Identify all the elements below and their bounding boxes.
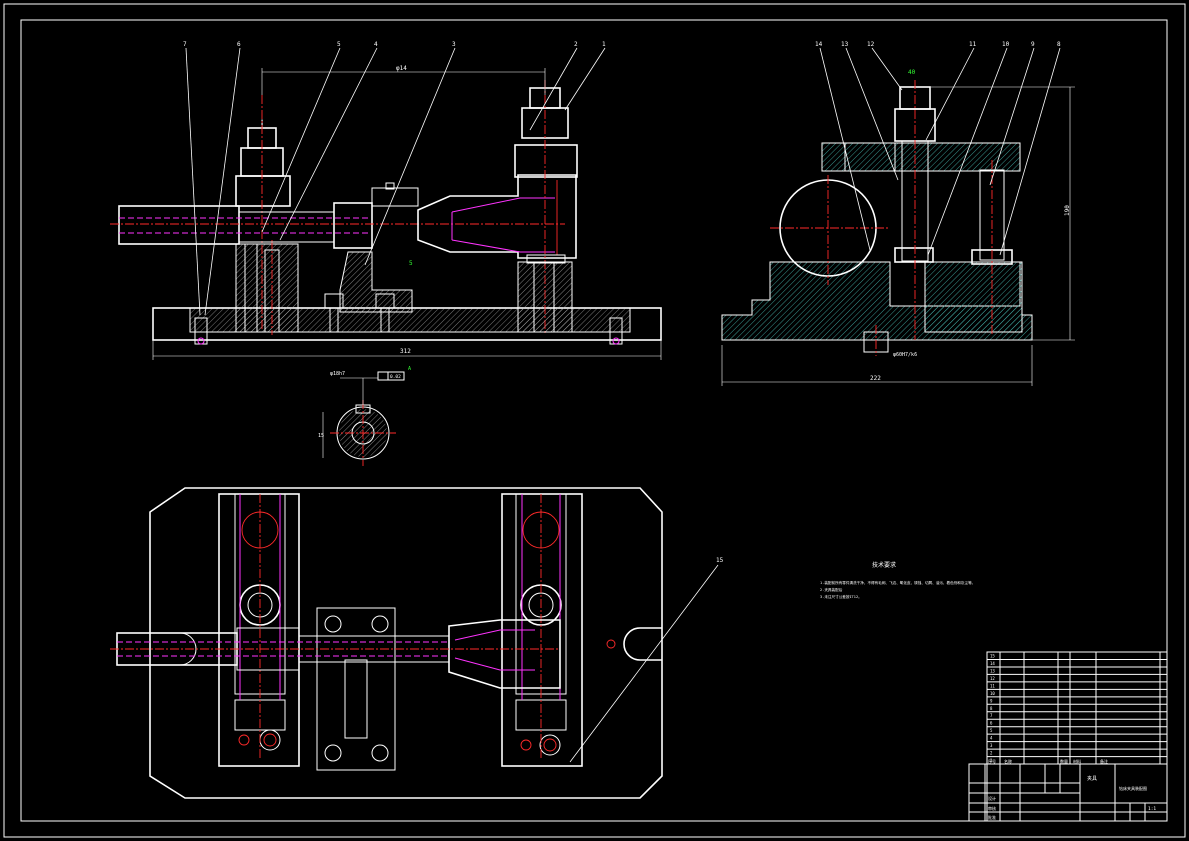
side-balloon-8: 8 — [1057, 41, 1061, 48]
bom-header-cell: 数量 — [1060, 758, 1068, 764]
side-balloon-9: 9 — [1031, 41, 1035, 48]
bom-row-number: 15 — [990, 653, 995, 658]
bom-row-number: 12 — [990, 676, 995, 681]
section-detail: 15 φ18h7 0.02 A — [318, 366, 411, 466]
inner-border — [20, 19, 1168, 822]
front-balloon-5: 5 — [337, 41, 341, 48]
bom-row-number: 9 — [990, 698, 993, 703]
title-designer: 设计 — [988, 795, 996, 801]
front-balloon-4: 4 — [374, 41, 378, 48]
side-balloon-10: 10 — [1002, 41, 1010, 48]
tech-req-line-2: 2.夹具装配后 — [820, 587, 843, 592]
title-drawing-title: 夹具 — [1087, 775, 1097, 782]
bom-row-number: 5 — [990, 728, 993, 733]
tech-requirements: 技术要求 1.装配前所有零件清洗干净，不得有毛刺、飞边、氧化皮、锈蚀、切屑、油污… — [820, 561, 975, 599]
tech-req-title: 技术要求 — [872, 561, 896, 569]
side-view: φ60H7/k6 190 222 40 14 13 12 11 10 9 8 — [721, 41, 1075, 386]
bom-header-cell: 序号 — [988, 758, 996, 764]
side-balloon-11: 11 — [969, 41, 977, 48]
bom-header-cell: 材料 — [1073, 758, 1081, 764]
plan-view: 15 — [110, 487, 724, 799]
front-balloon-2: 2 — [574, 41, 578, 48]
bom-row-number: 4 — [990, 736, 993, 741]
side-dim-height: 190 — [1064, 205, 1071, 216]
side-dim-bottom: 222 — [870, 375, 881, 382]
bom-row-number: 11 — [990, 683, 995, 688]
bom-table: 15 14 13 12 11 10 9 8 7 6 5 4 3 2 1序号 名称 数量材料 备注 — [986, 651, 1168, 822]
bom-row-number: 13 — [990, 668, 995, 673]
front-view: φ14 312 5 7 6 5 4 3 2 1 — [110, 41, 662, 360]
section-tolerance-note: φ18h7 — [330, 371, 345, 377]
bom-row-number: 14 — [990, 661, 995, 666]
bom-row-number: 7 — [990, 713, 993, 718]
bom-row-number: 6 — [990, 721, 993, 726]
plan-balloon-15: 15 — [716, 557, 724, 564]
front-dim-top: φ14 — [396, 65, 407, 72]
tech-req-line-1: 1.装配前所有零件清洗干净，不得有毛刺、飞边、氧化皮、锈蚀、切屑、油污、着色剂和… — [820, 580, 975, 585]
title-block: 夹具 钻床夹具装配图 1:1 设计 审核 批准 — [968, 763, 1168, 822]
front-balloon-6: 6 — [237, 41, 241, 48]
section-dim-side: 15 — [318, 433, 324, 439]
front-balloon-3: 3 — [452, 41, 456, 48]
side-dim-top: 40 — [908, 69, 916, 76]
bom-row-number: 10 — [990, 691, 995, 696]
side-balloon-14: 14 — [815, 41, 823, 48]
bom-row-number: 3 — [990, 743, 993, 748]
front-dim-bottom: 312 — [400, 348, 411, 355]
title-checker: 审核 — [988, 805, 996, 811]
side-balloon-12: 12 — [867, 41, 875, 48]
bom-row-number: 2 — [990, 751, 993, 756]
bom-row-number: 1 — [990, 758, 993, 763]
title-drawing-no: 钻床夹具装配图 — [1119, 785, 1147, 791]
front-balloon-7: 7 — [183, 41, 187, 48]
outer-border — [3, 3, 1186, 838]
title-scale: 1:1 — [1148, 806, 1156, 812]
front-balloon-1: 1 — [602, 41, 606, 48]
title-approver: 批准 — [988, 814, 996, 820]
section-frame-value: 0.02 — [390, 374, 401, 380]
front-dim-right: 5 — [409, 260, 413, 267]
bom-header-cell: 备注 — [1100, 758, 1108, 764]
tech-req-line-3: 3.未注尺寸公差按IT12。 — [820, 594, 862, 599]
bom-row-number: 8 — [990, 706, 993, 711]
bom-header-cell: 名称 — [1004, 758, 1012, 764]
section-frame-green: A — [408, 366, 411, 372]
side-dim-flange: φ60H7/k6 — [893, 352, 917, 358]
side-balloon-13: 13 — [841, 41, 849, 48]
